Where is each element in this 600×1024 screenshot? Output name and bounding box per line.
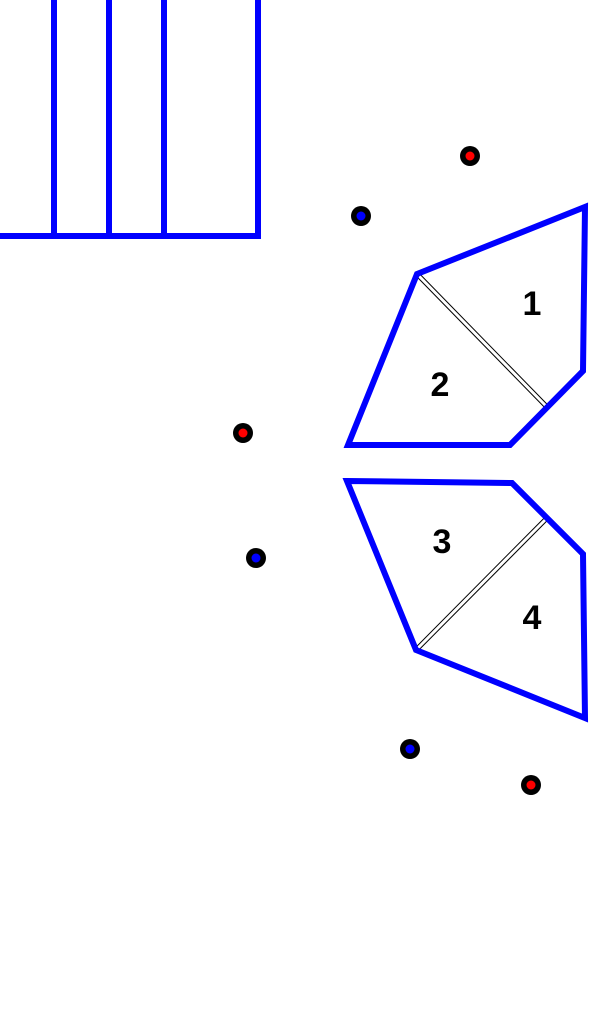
marker-3 bbox=[233, 423, 253, 443]
lower-shape-outline bbox=[342, 477, 589, 723]
region-label-4: 4 bbox=[523, 599, 542, 637]
upper-shape-outline bbox=[343, 202, 589, 448]
marker-core bbox=[356, 211, 366, 221]
marker-core bbox=[238, 428, 248, 438]
upper-divider-line-inner bbox=[415, 272, 548, 408]
shelf-structure bbox=[0, 0, 261, 239]
region-label-1: 1 bbox=[523, 285, 542, 323]
marker-5 bbox=[400, 739, 420, 759]
marker-core bbox=[526, 780, 536, 790]
marker-2 bbox=[351, 206, 371, 226]
lower-divider-line-inner bbox=[414, 517, 548, 652]
marker-core bbox=[251, 553, 261, 563]
region-label-2: 2 bbox=[431, 366, 450, 404]
marker-4 bbox=[246, 548, 266, 568]
marker-6 bbox=[521, 775, 541, 795]
region-label-3: 3 bbox=[433, 523, 452, 561]
marker-core bbox=[405, 744, 415, 754]
marker-1 bbox=[460, 146, 480, 166]
upper-shape bbox=[343, 202, 589, 448]
shelf-outline bbox=[0, 0, 261, 239]
marker-core bbox=[465, 151, 475, 161]
lower-shape bbox=[342, 477, 589, 723]
